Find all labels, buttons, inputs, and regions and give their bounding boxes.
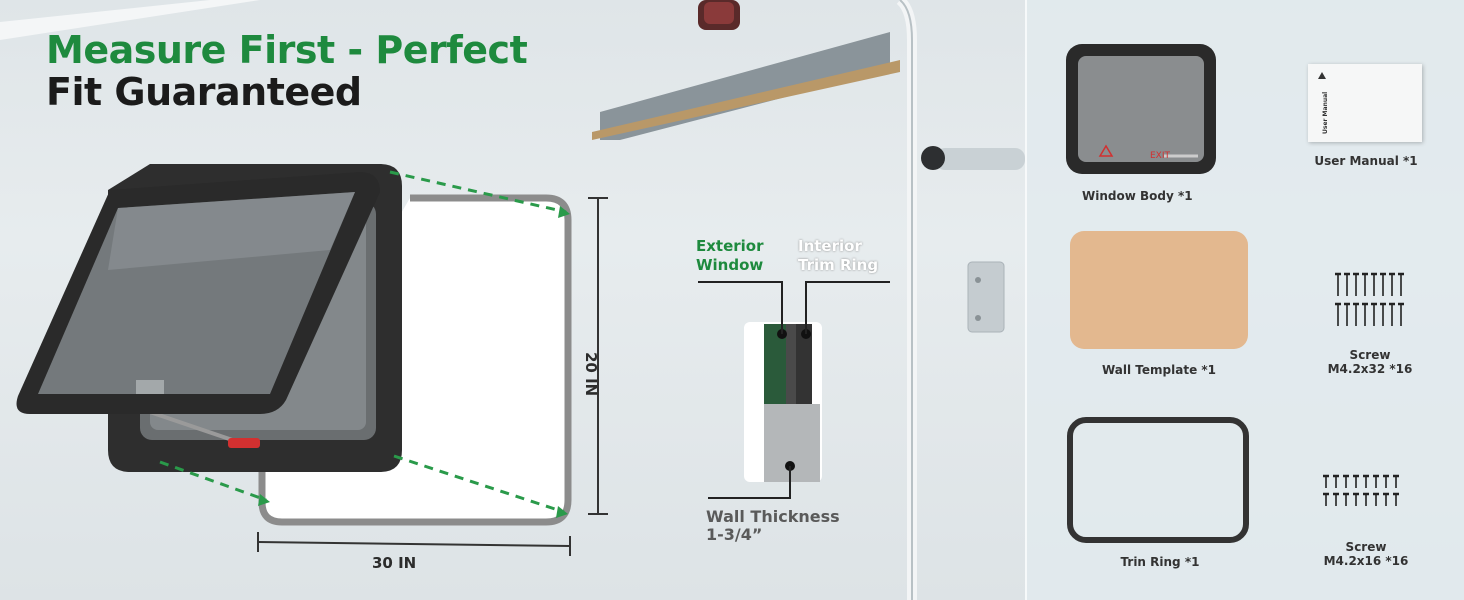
rv-stripe-gold [592,60,900,140]
headline-line-1: Measure First - Perfect [46,28,528,72]
rv-stripe-gray [600,32,890,140]
grab-bar-knob [921,146,945,170]
door-hinge [967,261,1005,333]
door-seam [896,0,917,600]
interior-leader [805,281,890,334]
screw-short-label: Screw M4.2x16 *16 [1323,540,1409,568]
window-body-label: Window Body *1 [1082,189,1193,203]
user-manual-image: User Manual [1308,64,1422,142]
exit-marking: EXIT [1150,151,1171,161]
headline-line-2: Fit Guaranteed [46,70,362,114]
width-label: 30 IN [372,554,417,572]
guide-bottom [159,460,267,502]
guide-right [393,454,565,514]
trim-ring-flange [796,324,812,404]
user-manual-label: User Manual *1 [1314,154,1418,168]
exit-latch [228,438,260,448]
exterior-leader [698,281,783,334]
trim-ring-image [1067,417,1249,543]
trim-ring-label: Trin Ring *1 [1120,555,1200,569]
exterior-window-flange [764,324,786,404]
short-screws-image [1323,474,1399,506]
door-seam-line [899,0,913,600]
grab-bar [935,148,1025,170]
interior-trim-label: Interior Trim Ring [798,237,879,274]
height-label: 20 IN [582,352,600,397]
screw-long-label: Screw M4.2x32 *16 [1327,348,1413,376]
window-illustration [16,164,608,556]
guide-top [389,170,567,214]
rv-roof-trim [0,0,260,40]
wall-cross-section [698,281,890,499]
exterior-window-label: Exterior Window [696,237,764,274]
brand-logo-icon [1318,72,1326,79]
wall-template-image [1070,231,1248,349]
wall-leader [708,466,791,499]
marker-light-lens [704,2,734,24]
wall-thickness-label: Wall Thickness 1-3/4” [706,507,840,544]
window-body-image: EXIT [1066,44,1216,174]
width-dimension-line [257,541,571,547]
wall-template-label: Wall Template *1 [1101,363,1217,377]
long-screws-image [1335,272,1404,326]
manual-cover-title: User Manual [1322,91,1329,134]
